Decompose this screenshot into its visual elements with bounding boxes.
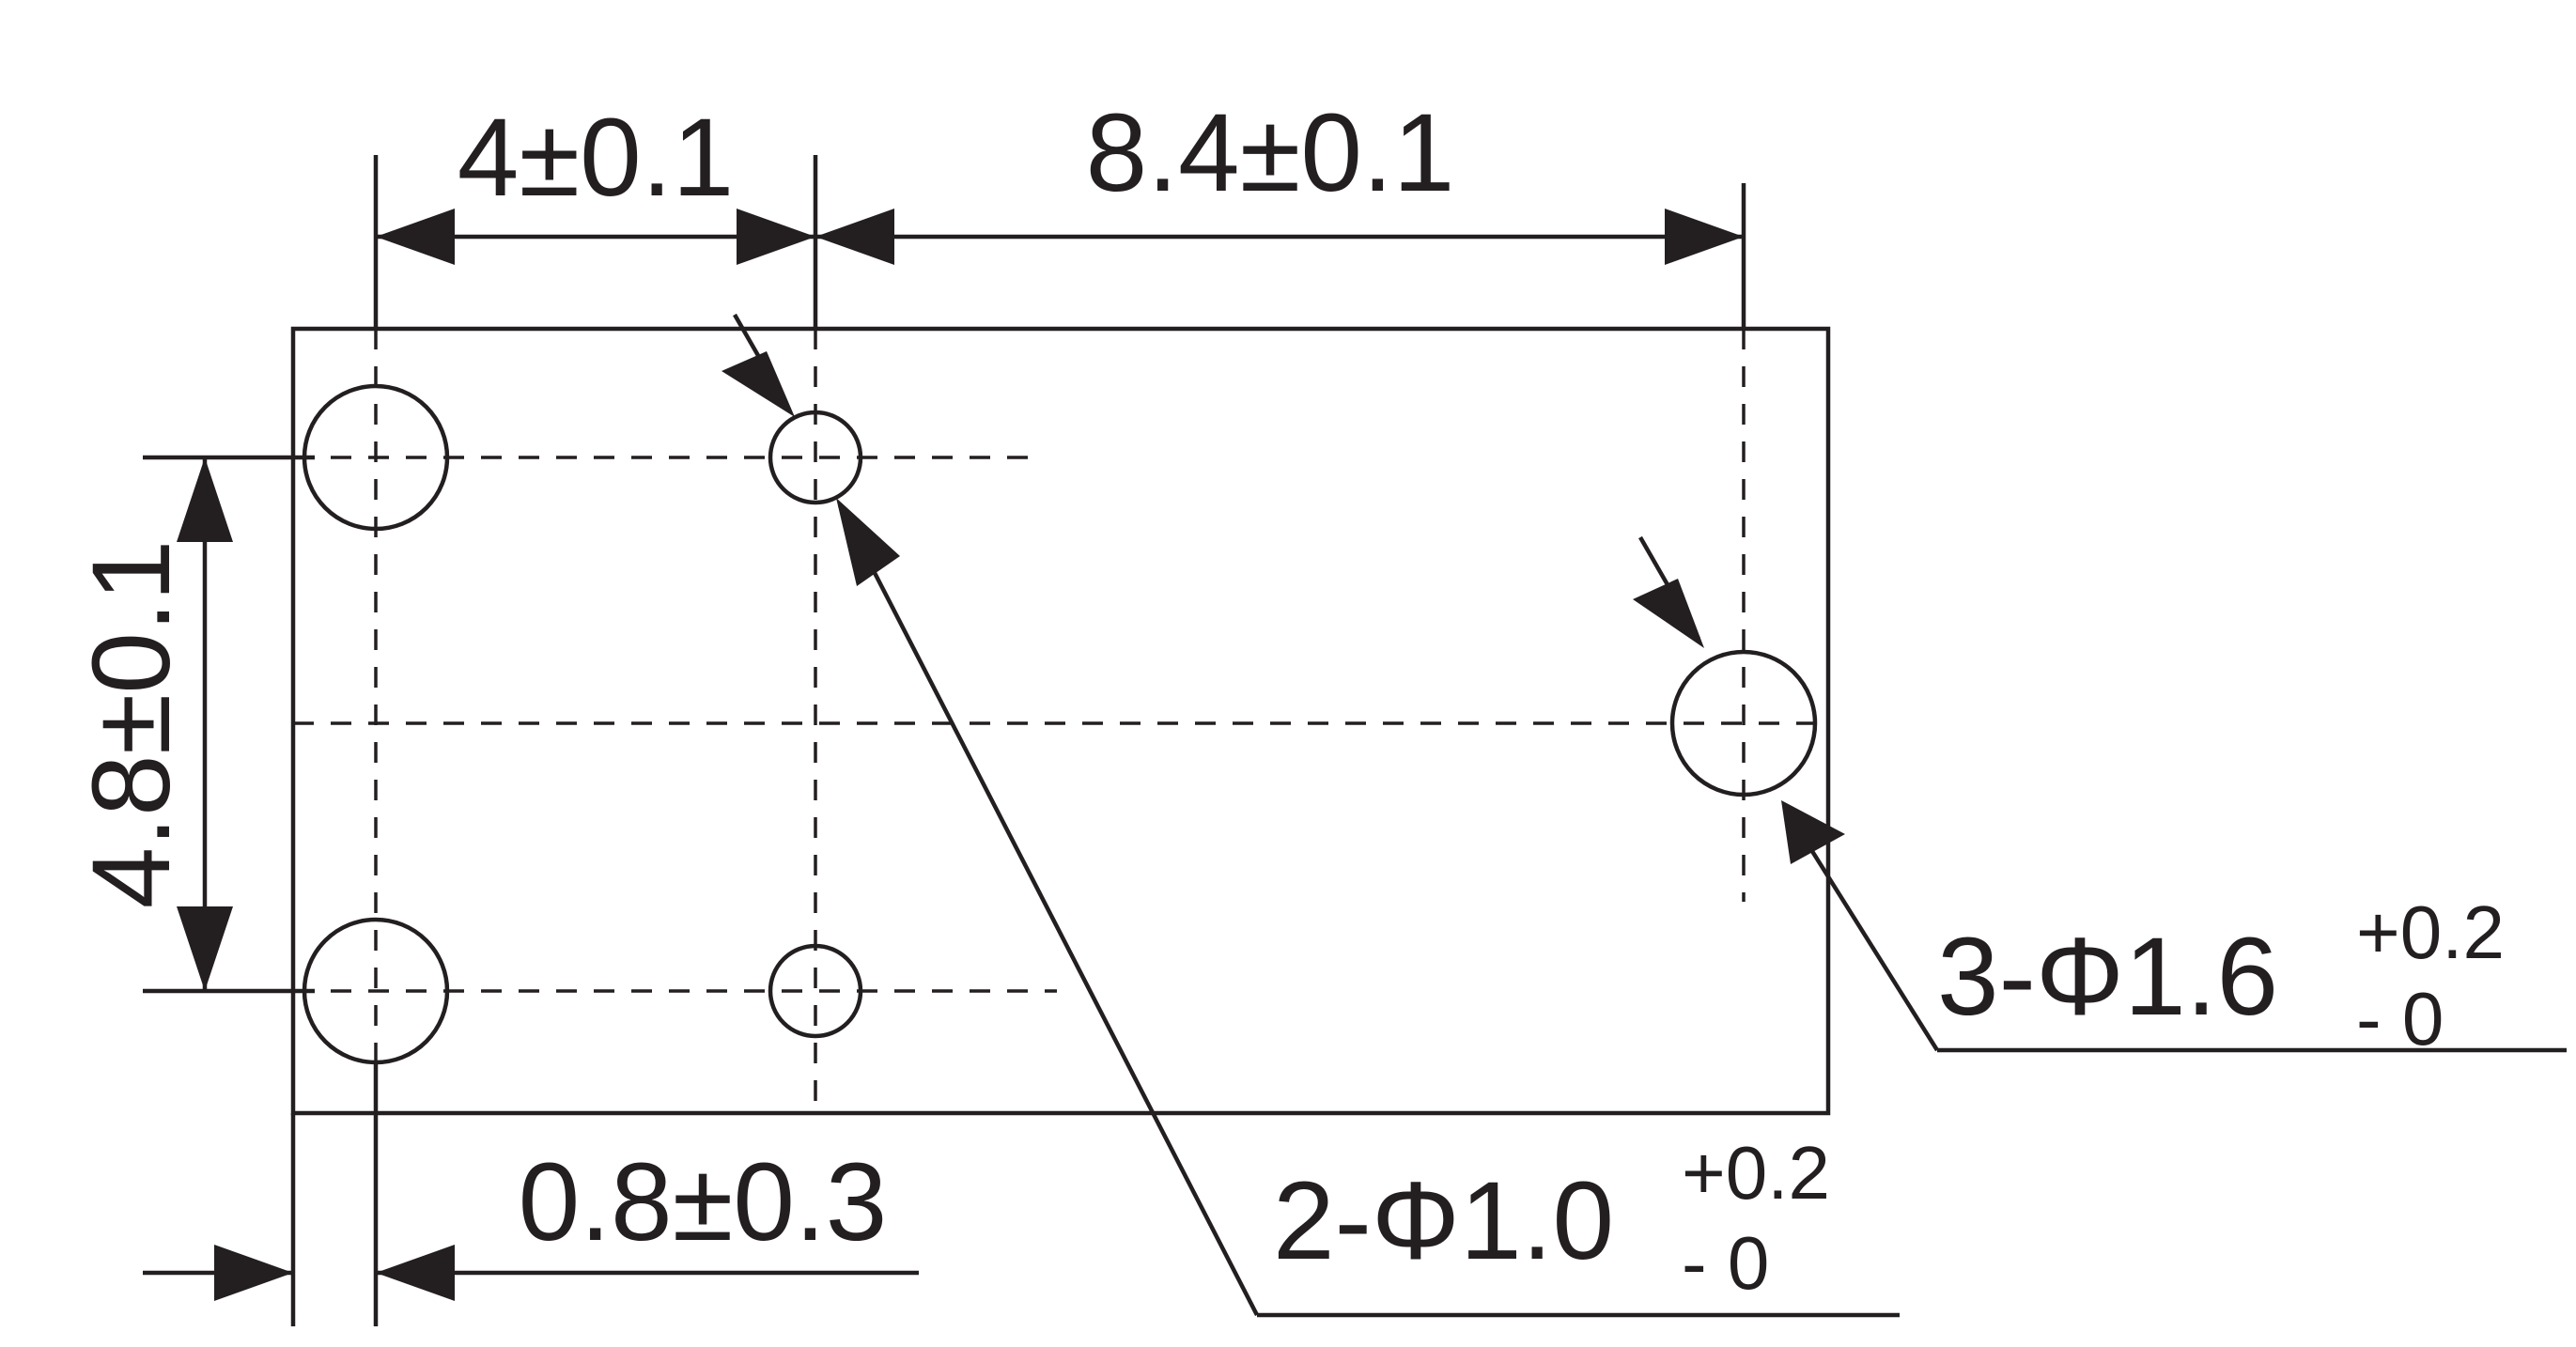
dimension-pitch-vertical: 4.8±0.1 <box>70 457 233 991</box>
board-outline <box>290 326 1831 1116</box>
dimension-pitch-left: 4±0.1 <box>376 96 815 265</box>
small-holes-callout-label: 2-Φ1.0 <box>1273 1159 1614 1283</box>
small-holes-tol-upper: +0.2 <box>1682 1131 1830 1215</box>
small-hole-bottom <box>768 943 863 1039</box>
dimension-pitch-right-label: 8.4±0.1 <box>1086 91 1455 215</box>
leader-small-holes: 2-Φ1.0 +0.2 - 0 <box>722 313 1900 1318</box>
leader-large-holes: 3-Φ1.6 +0.2 - 0 <box>1633 535 2567 1061</box>
large-holes-callout-label: 3-Φ1.6 <box>1937 915 2278 1039</box>
large-hole-right <box>1669 649 1818 797</box>
large-holes-tol-upper: +0.2 <box>2356 890 2505 974</box>
dimension-offset-bottom: 0.8±0.3 <box>143 1140 919 1301</box>
dimension-offset-bottom-label: 0.8±0.3 <box>519 1140 888 1264</box>
dimension-pitch-right: 8.4±0.1 <box>815 91 1744 265</box>
small-holes-tol-lower: - 0 <box>1682 1221 1769 1305</box>
dimension-pitch-left-label: 4±0.1 <box>458 96 734 220</box>
large-holes-tol-lower: - 0 <box>2356 977 2444 1061</box>
dimension-pitch-vertical-label: 4.8±0.1 <box>70 540 194 909</box>
small-hole-top <box>768 410 863 505</box>
